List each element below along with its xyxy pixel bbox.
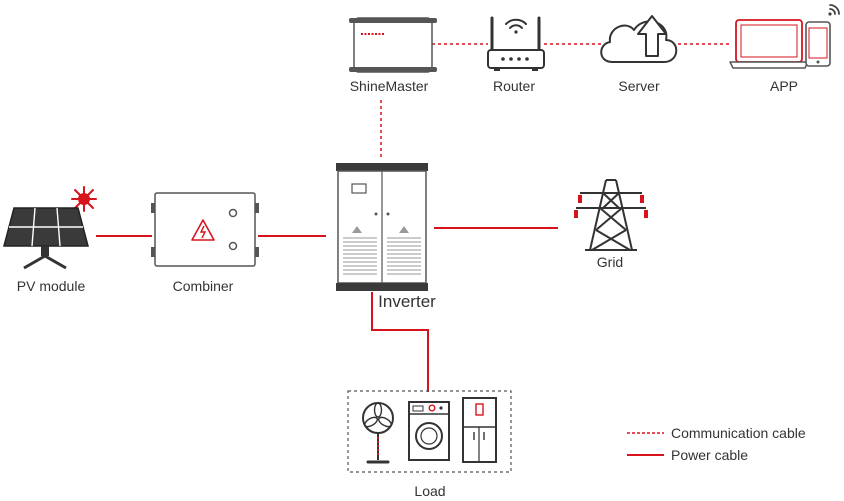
label-app: APP [769, 78, 799, 94]
phone-icon [805, 21, 831, 67]
washing-machine-icon [408, 401, 450, 461]
laptop-icon [729, 19, 809, 69]
inverter-cabinet-icon [336, 163, 428, 291]
router-icon [487, 16, 545, 71]
fan-icon [362, 402, 394, 464]
shinemaster-device-icon [349, 17, 437, 73]
wifi-signal-icon [505, 18, 527, 34]
power-tower-icon [574, 179, 648, 251]
cloud-server-icon [600, 15, 678, 63]
communication-cables [380, 43, 730, 160]
refrigerator-icon [462, 397, 497, 463]
power-cables [96, 227, 558, 392]
label-inverter: Inverter [378, 292, 436, 311]
sun-burst-icon [71, 186, 97, 212]
solar-panel-icon [3, 186, 97, 270]
label-combiner: Combiner [172, 278, 234, 294]
power-cable-inverter-load [371, 292, 429, 392]
label-router: Router [492, 78, 536, 94]
label-pv-module: PV module [16, 278, 86, 294]
legend [627, 432, 664, 456]
legend-label-communication: Communication cable [671, 425, 806, 441]
upload-arrow-icon [637, 15, 667, 57]
wireless-signal-icon [828, 4, 840, 16]
label-server: Server [618, 78, 660, 94]
label-load: Load [414, 483, 446, 499]
high-voltage-icon [191, 219, 215, 241]
load-appliances-group [347, 390, 512, 473]
combiner-box-icon [151, 192, 259, 267]
label-shinemaster: ShineMaster [349, 78, 429, 94]
label-grid: Grid [596, 254, 624, 270]
insulator-icons [574, 195, 648, 218]
app-devices-icon [729, 4, 840, 69]
legend-label-power: Power cable [671, 447, 749, 463]
